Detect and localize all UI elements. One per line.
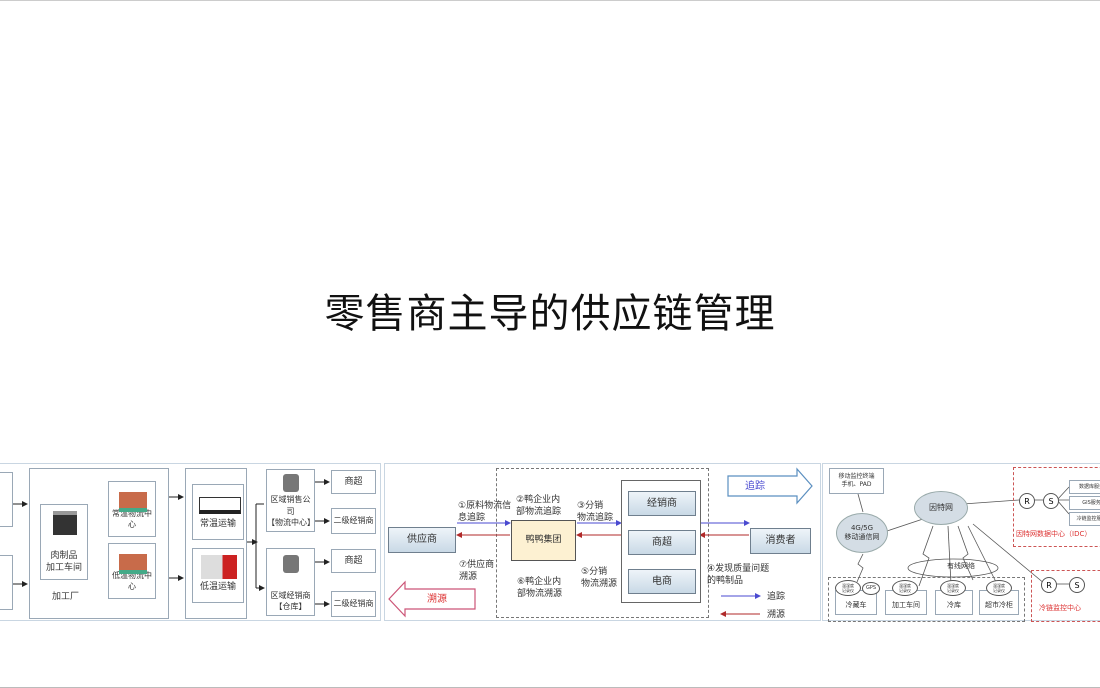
idc-label: 因特网数据中心（IDC） — [1016, 530, 1092, 538]
dealer-box: 经销商 — [628, 491, 696, 516]
warehouse-icon — [119, 492, 147, 512]
group-box: 鸭鸭集团 — [511, 520, 576, 561]
warehouse-icon — [119, 554, 147, 574]
cold-monitor-server-box: 冷链监控服务器 — [1069, 512, 1100, 526]
building-icon — [283, 555, 299, 573]
consumer-box: 消费者 — [750, 528, 811, 554]
idc-boundary — [1013, 467, 1100, 547]
source-box-bottom — [0, 555, 13, 610]
db-server-box: 数据库服务器 — [1069, 480, 1100, 494]
step-2-label: ②鸭企业内 部物流追踪 — [516, 495, 562, 518]
gis-server-box: GIS服务器 — [1069, 496, 1100, 510]
router-node: R — [1019, 493, 1035, 509]
truck-icon — [199, 497, 241, 514]
sites-boundary — [828, 577, 1025, 622]
switch-node: S — [1069, 577, 1085, 593]
regional-dealer-box: 区域经销商 【仓库】 — [266, 548, 315, 616]
gps-node: GPS — [863, 583, 879, 594]
refrigerated-truck-icon — [201, 555, 237, 579]
supplier-box: 供应商 — [388, 527, 456, 553]
cold-center-box: 低温物流中心 — [108, 543, 156, 599]
legend-backward-label: 溯源 — [767, 610, 786, 620]
supermarket-box: 商超 — [628, 530, 696, 555]
factory-icon — [53, 511, 77, 535]
slide-title: 零售商主导的供应链管理 — [324, 291, 776, 337]
regional-company-box: 区域销售公司 【物流中心】 — [266, 469, 315, 532]
supermarket-box: 商超 — [331, 549, 376, 573]
monitor-center-label: 冷链监控中心 — [1039, 604, 1081, 612]
ambient-transport-box: 常温运输 — [192, 484, 244, 540]
step-6-label: ⑥鸭企业内 部物流溯源 — [517, 577, 563, 600]
recorder-node: 温湿度 记录仪 — [836, 581, 860, 595]
recorder-node: 温湿度 记录仪 — [941, 581, 965, 595]
cold-transport-box: 低温运输 — [192, 548, 244, 603]
factory-label: 加工厂 — [52, 592, 80, 603]
recorder-node: 温湿度 记录仪 — [893, 581, 917, 595]
flow-arrows — [13, 479, 330, 607]
regional-company-label: 区域销售公司 【物流中心】 — [267, 495, 315, 527]
trace-arrows — [388, 467, 813, 618]
iot-network-diagram: 移动监控终端 手机、PAD 因特网 4G/5G 移动通信网 有线网络 R S 数… — [822, 463, 1100, 622]
step-5-label: ⑤分销 物流溯源 — [581, 567, 618, 590]
step-4-label: ④发现质量问题 的鸭制品 — [707, 564, 770, 587]
internet-cloud: 因特网 — [915, 492, 967, 524]
legend-forward-label: 追踪 — [767, 592, 786, 602]
mobile-terminal-box: 移动监控终端 手机、PAD — [829, 468, 884, 494]
ambient-center-box: 常温物流中心 — [108, 481, 156, 537]
step-1-label: ①原料物流信 息追踪 — [458, 501, 512, 524]
regional-dealer-label: 区域经销商 【仓库】 — [270, 590, 311, 611]
forward-trace-arrow — [727, 467, 813, 505]
secondary-dealer-box: 二级经销商 — [331, 591, 376, 617]
supermarket-box: 商超 — [331, 470, 376, 494]
step-7-label: ⑦供应商 溯源 — [459, 560, 495, 583]
secondary-dealer-box: 二级经销商 — [331, 508, 376, 534]
backward-trace-arrow — [388, 580, 476, 618]
switch-node: S — [1043, 493, 1059, 509]
mobile-network-cloud: 4G/5G 移动通信网 — [837, 514, 887, 552]
ambient-transport-label: 常温运输 — [199, 519, 236, 530]
cold-transport-label: 低温运输 — [199, 582, 236, 593]
enterprise-boundary — [496, 468, 709, 618]
source-box-top — [0, 472, 13, 527]
wired-network-label: 有线网络 — [947, 562, 975, 570]
backward-trace-label: 溯源 — [427, 594, 447, 605]
monitor-center-boundary — [1031, 570, 1100, 622]
ambient-center-label: 常温物流中心 — [112, 508, 152, 529]
recorder-node: 温湿度 记录仪 — [987, 581, 1011, 595]
workshop-box: 肉制品 加工车间 — [40, 504, 88, 580]
building-icon — [283, 474, 299, 492]
forward-trace-label: 追踪 — [745, 481, 765, 492]
step-3-label: ③分销 物流追踪 — [577, 501, 614, 524]
router-node: R — [1041, 577, 1057, 593]
cold-chain-flow-diagram: 加工厂 肉制品 加工车间 常温物流中心 低温物流中心 常温运输 低温运输 区域销… — [0, 463, 381, 621]
traceability-diagram: 追踪 溯源 供应商 鸭鸭集团 经销商 商超 电商 消费者 ①原料物流信 息追踪 … — [384, 463, 821, 621]
workshop-label: 肉制品 加工车间 — [45, 550, 82, 574]
ecommerce-box: 电商 — [628, 569, 696, 594]
cold-center-label: 低温物流中心 — [112, 570, 152, 591]
